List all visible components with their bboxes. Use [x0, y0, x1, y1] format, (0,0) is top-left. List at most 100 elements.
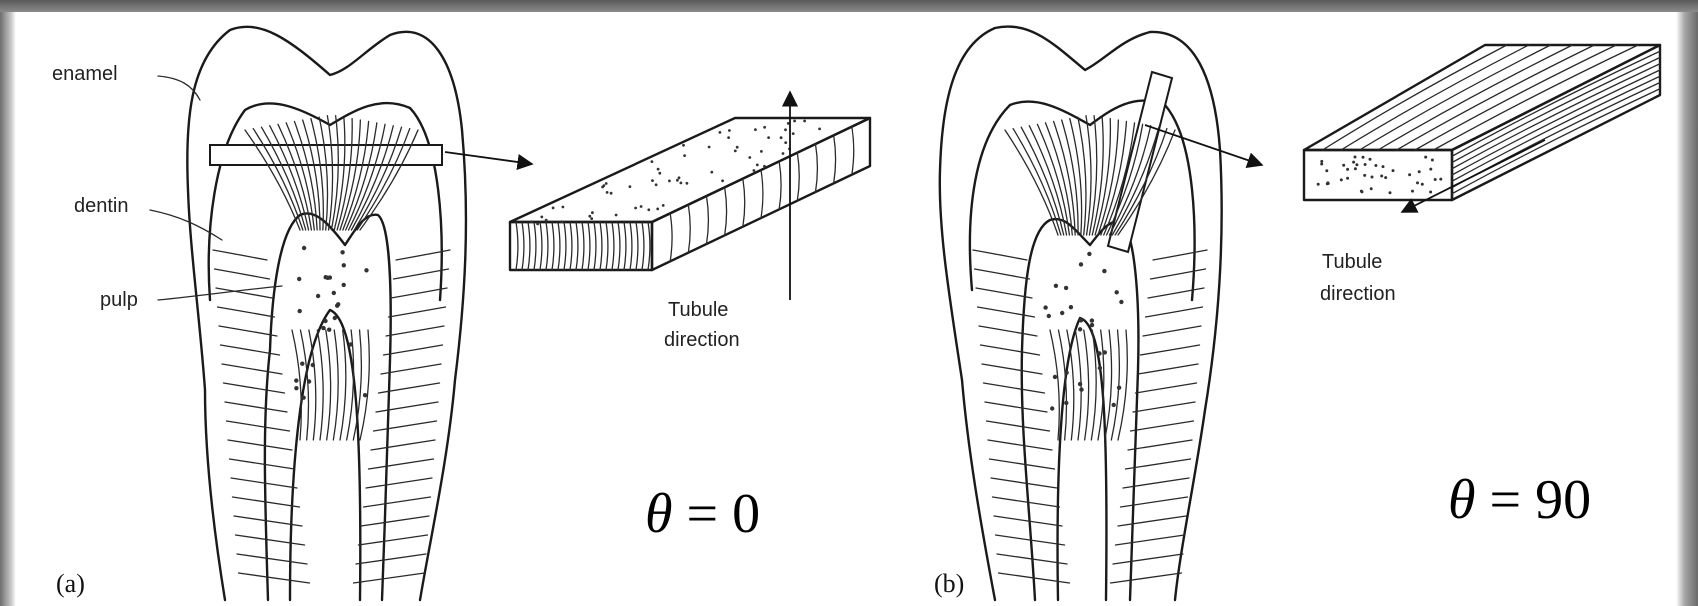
tubule-opening-dot: [1371, 176, 1374, 179]
enamel-label: enamel: [52, 63, 118, 85]
dentin-tubule-line: [376, 402, 438, 412]
tooth-b-tubules: [973, 116, 1207, 583]
tubule-a-label-line2: direction: [664, 329, 740, 351]
dentin-tubule-line: [371, 440, 435, 450]
tubule-end-line: [852, 127, 854, 175]
dentin-tubule-line: [340, 330, 346, 440]
tooth-a-dej: [209, 103, 442, 300]
dentin-tubule-line: [379, 383, 440, 393]
dentin-tubule-line: [1133, 402, 1195, 412]
tubule-opening-dot: [721, 179, 724, 182]
dentin-tubule-line: [1116, 535, 1185, 545]
dentin-tubule-line: [309, 330, 316, 440]
tubule-end-line: [552, 222, 554, 270]
tubule-opening-dot: [1325, 169, 1328, 172]
pulp-cell-dot: [1079, 262, 1083, 266]
tubule-end-line: [546, 222, 548, 270]
tubule-opening-dot: [784, 128, 787, 131]
tubule-end-line: [534, 222, 536, 270]
tubule-opening-dot: [792, 132, 795, 135]
dentin-tubule-line: [1067, 330, 1074, 440]
tubule-opening-dot: [683, 154, 686, 157]
tubule-end-line: [528, 222, 530, 270]
dentin-tubule-line: [991, 478, 1057, 488]
tubule-opening-dot: [1411, 190, 1414, 193]
tubule-end-line: [688, 205, 690, 253]
tubule-opening-dot: [780, 136, 783, 139]
pulp-cell-dot: [1064, 401, 1068, 405]
dentin-tubule-line: [356, 554, 426, 564]
tubule-opening-dot: [1439, 178, 1442, 181]
pulp-cell-dot: [301, 396, 305, 400]
dentin-tubule-line: [224, 383, 285, 393]
tubule-opening-dot: [1320, 163, 1323, 166]
tubule-opening-dot: [782, 152, 785, 155]
dentin-tubule-line: [985, 402, 1047, 412]
tubule-opening-dot: [736, 146, 739, 149]
tooth-a-root-canal: [290, 310, 360, 600]
dentin-tubule-line: [354, 573, 425, 583]
pulp-cell-dot: [311, 363, 315, 367]
tubule-opening-dot: [1346, 168, 1349, 171]
tubule-opening-dot: [1362, 156, 1365, 159]
tubule-longitudinal-line: [1360, 45, 1551, 150]
pulp-cell-dot: [307, 379, 311, 383]
tubule-opening-dot: [1421, 183, 1424, 186]
pulp-cell-dot: [336, 302, 340, 306]
dentin-label: dentin: [74, 195, 129, 217]
dentin-tubule-line: [239, 573, 310, 583]
dentin-tubule-line: [979, 326, 1037, 336]
tubule-opening-dot: [588, 215, 591, 218]
dentin-tubule-line: [389, 307, 446, 317]
tooth-b-icon: [940, 26, 1222, 600]
tubule-opening-dot: [1364, 163, 1367, 166]
dentin-tubule-line: [366, 478, 432, 488]
pulp-cell-dot: [340, 250, 344, 254]
panel-a-label: (a): [56, 569, 85, 598]
tubule-opening-dot: [682, 144, 685, 147]
panel-b-label: (b): [934, 569, 964, 598]
tubule-opening-dot: [1369, 158, 1372, 161]
tubule-end-line: [516, 222, 518, 270]
tubule-opening-dot: [1392, 169, 1395, 172]
tubule-end-line: [816, 144, 818, 192]
pulp-cell-dot: [300, 362, 304, 366]
pulp-cell-dot: [1060, 311, 1064, 315]
tubule-opening-dot: [1416, 181, 1419, 184]
tubule-opening-dot: [591, 211, 594, 214]
dentin-tubule-line: [213, 250, 267, 260]
tubule-end-line: [630, 222, 632, 270]
tubule-opening-dot: [680, 182, 683, 185]
tubule-opening-dot: [651, 179, 654, 182]
pulp-cell-dot: [1069, 305, 1073, 309]
tubule-opening-dot: [1317, 183, 1320, 186]
pulp-cell-dot: [298, 309, 302, 313]
dentin-tubule-line: [1092, 117, 1103, 235]
tubule-opening-dot: [1431, 159, 1434, 162]
dentin-tubule-line: [237, 554, 307, 564]
tubule-end-line: [670, 213, 672, 261]
dentin-tubule-line: [253, 129, 303, 230]
tubule-opening-dot: [1384, 176, 1387, 179]
tubule-end-line: [582, 222, 584, 270]
tubule-opening-dot: [1429, 191, 1432, 194]
tubule-opening-dot: [818, 127, 821, 130]
tubule-opening-dot: [803, 120, 806, 123]
tubule-opening-dot: [615, 214, 618, 217]
tubule-opening-dot: [686, 182, 689, 185]
tubule-end-line: [588, 222, 590, 270]
dentin-tubule-line: [987, 421, 1050, 431]
pulp-cell-dot: [342, 263, 346, 267]
pulp-cell-dot: [321, 326, 325, 330]
dentin-tubule-line: [374, 421, 437, 431]
tubule-opening-dot: [610, 192, 613, 195]
dentin-tubule-line: [981, 345, 1040, 355]
tubule-opening-dot: [754, 128, 757, 131]
tubule-opening-dot: [784, 141, 787, 144]
tubule-opening-dot: [793, 120, 796, 123]
pulp-cell-dot: [297, 277, 301, 281]
dentin-tubule-line: [1146, 307, 1203, 317]
dentin-tubule-line: [317, 330, 323, 440]
tubule-opening-dot: [756, 164, 759, 167]
pulp-cell-dot: [327, 328, 331, 332]
